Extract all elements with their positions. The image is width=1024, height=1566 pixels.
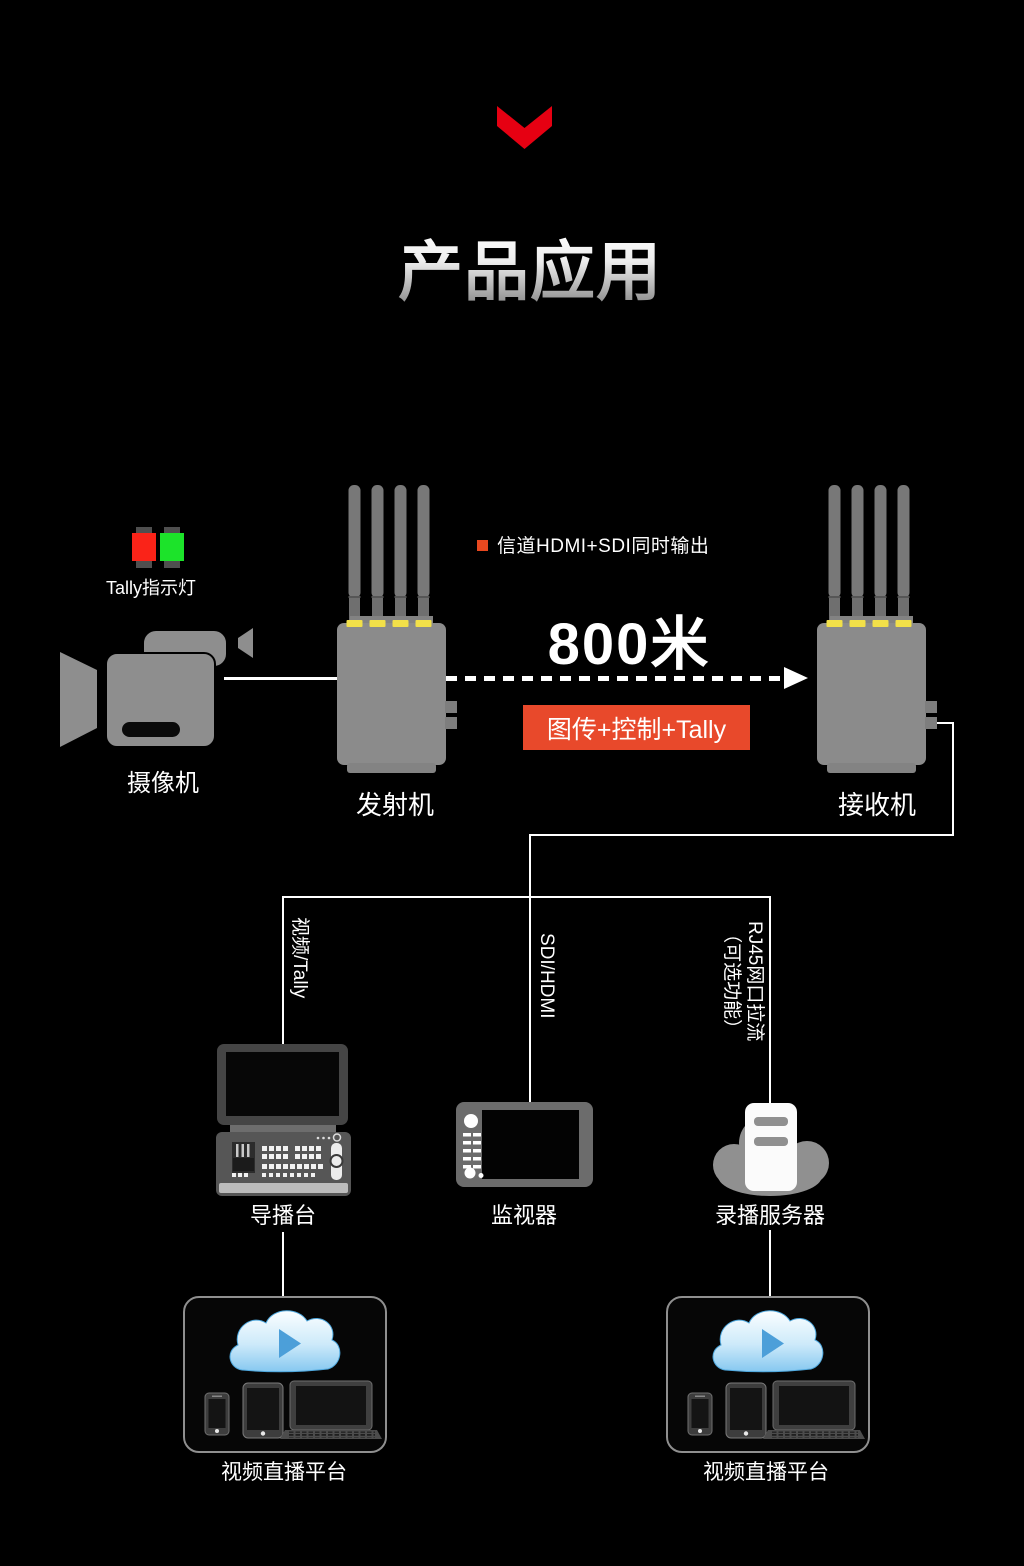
- monitor-label: 监视器: [490, 1203, 558, 1228]
- tally-label: Tally指示灯: [106, 578, 197, 598]
- rx-horizontal-line: [529, 834, 954, 836]
- platform-box-left: [183, 1296, 387, 1453]
- channel-note: 信道HDMI+SDI同时输出: [497, 536, 710, 557]
- server-platform-line: [769, 1230, 771, 1296]
- camera-tx-cable-line: [224, 677, 338, 680]
- cable-label-video: 视频/Tally: [289, 917, 310, 999]
- camera-icon: [60, 628, 253, 748]
- video-branch-line: [282, 896, 284, 1044]
- transmitter-icon: [337, 483, 457, 773]
- streaming-cloud-devices-icon: [185, 1299, 385, 1450]
- transmitter-label: 发射机: [355, 790, 435, 820]
- distance-label: 800米: [547, 612, 711, 677]
- arrow-right-icon: [784, 667, 808, 689]
- cable-label-rj45: RJ45网口拉流 （可选功能）: [720, 921, 766, 1041]
- wireless-dashed-line: [446, 676, 786, 681]
- rj45-branch-line: [769, 896, 771, 1105]
- platform-box-right: [666, 1296, 870, 1453]
- tally-red-light: [132, 533, 156, 561]
- server-cloud-icon: [713, 1103, 829, 1196]
- switcher-console-icon: [216, 1044, 351, 1196]
- cable-label-sdi: SDI/HDMI: [536, 933, 557, 1019]
- splitter-line: [282, 896, 771, 898]
- bullet-square-icon: [477, 540, 488, 551]
- field-monitor-icon: [456, 1102, 593, 1187]
- tally-clip: [136, 560, 152, 568]
- platform-label-left: 视频直播平台: [221, 1461, 347, 1484]
- tally-clip: [164, 527, 180, 535]
- payload-badge: 图传+控制+Tally: [523, 705, 750, 750]
- receiver-icon: [817, 483, 937, 773]
- switcher-label: 导播台: [249, 1203, 317, 1228]
- server-label: 录播服务器: [714, 1203, 826, 1228]
- platform-label-right: 视频直播平台: [703, 1461, 829, 1484]
- tally-green-light: [160, 533, 184, 561]
- switcher-platform-line: [282, 1232, 284, 1296]
- chevron-down-icon: [497, 106, 552, 149]
- rx-output-stub-line: [937, 722, 953, 724]
- camera-label: 摄像机: [127, 770, 199, 797]
- rx-drop-line: [952, 722, 954, 836]
- sdi-branch-line: [529, 834, 531, 1105]
- receiver-label: 接收机: [837, 790, 917, 820]
- page-title: 产品应用: [398, 219, 662, 313]
- streaming-cloud-devices-icon: [668, 1299, 868, 1450]
- tally-clip: [136, 527, 152, 535]
- tally-clip: [164, 560, 180, 568]
- cable-label-rj45-line2: （可选功能）: [721, 924, 742, 1039]
- cable-label-rj45-line1: RJ45网口拉流: [744, 921, 765, 1042]
